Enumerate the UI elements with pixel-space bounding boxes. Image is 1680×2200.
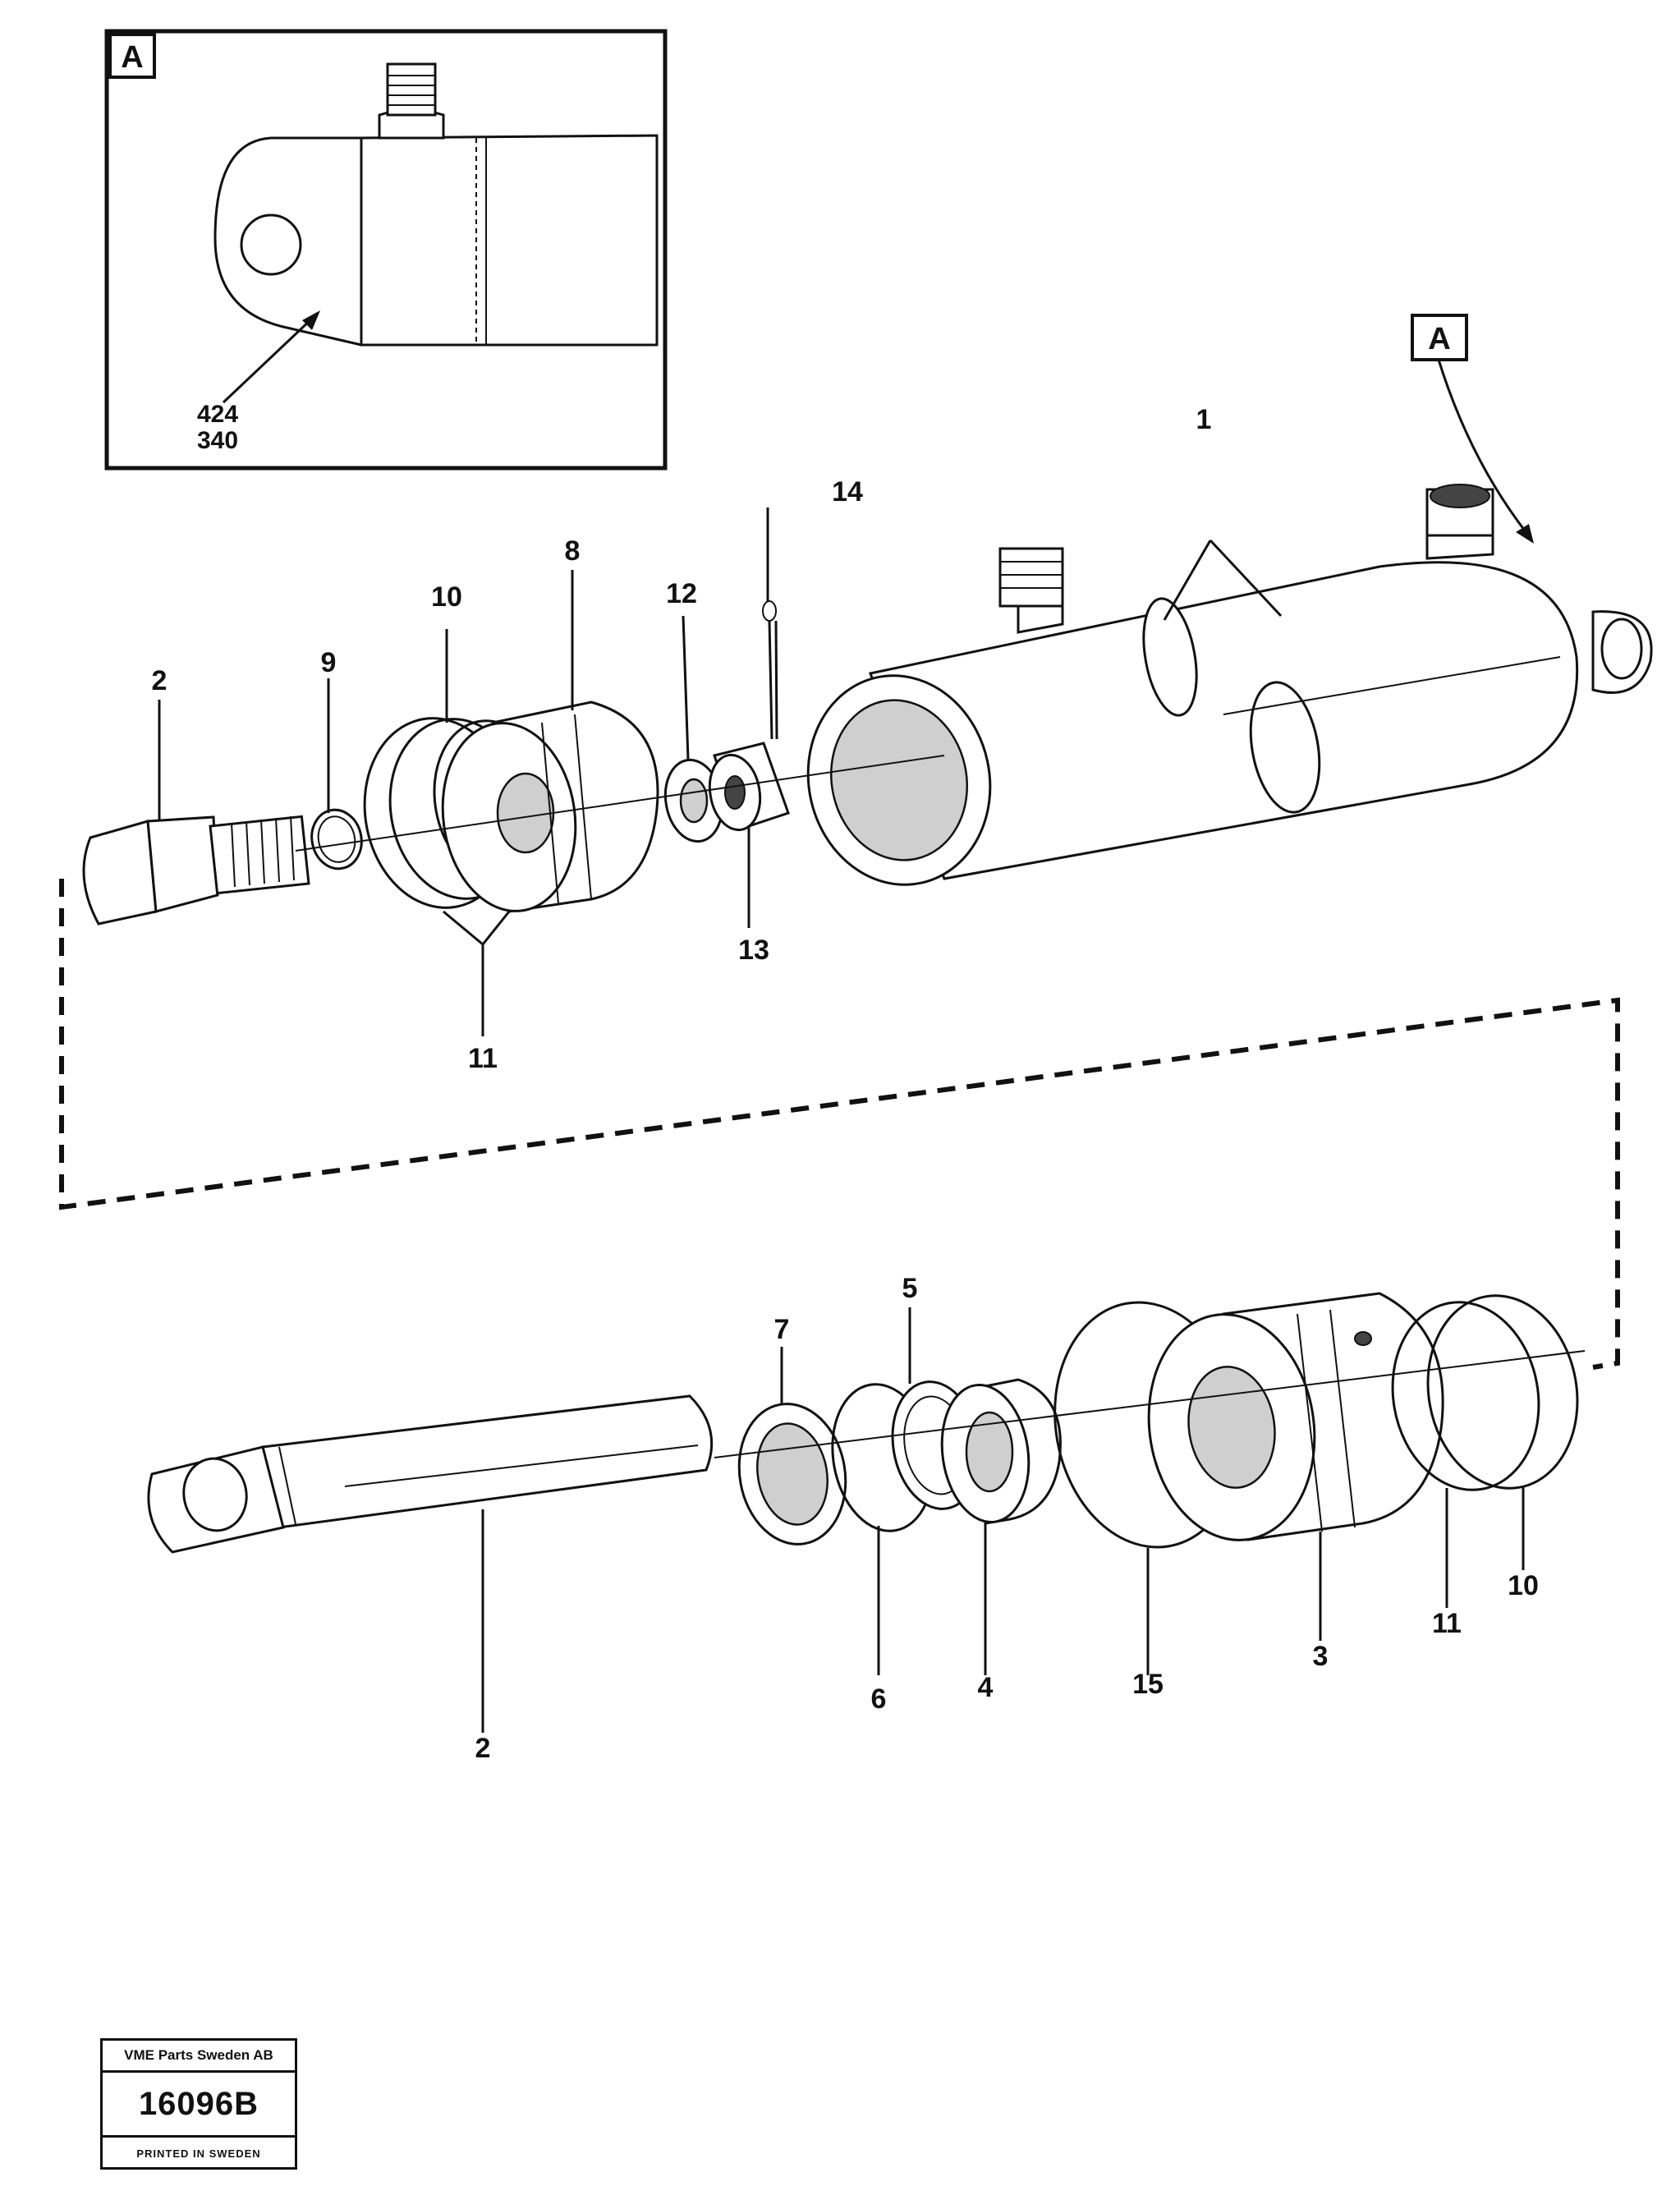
label-part-2-top: 2 bbox=[152, 665, 168, 696]
label-part-11-bottom: 11 bbox=[1432, 1608, 1462, 1639]
label-part-14: 14 bbox=[832, 476, 863, 508]
label-part-5: 5 bbox=[902, 1273, 918, 1304]
piston-8 bbox=[441, 700, 659, 913]
label-part-3: 3 bbox=[1313, 1641, 1329, 1672]
label-part-1: 1 bbox=[1196, 404, 1212, 435]
washer-12 bbox=[663, 758, 724, 843]
detail-ref-424: 424 bbox=[197, 401, 238, 428]
lower-axis-line bbox=[714, 1350, 1586, 1458]
castle-nut-13 bbox=[708, 742, 790, 832]
stamp-printed-in: PRINTED IN SWEDEN bbox=[136, 2147, 261, 2160]
leader-1a bbox=[1163, 540, 1212, 621]
label-part-11-top: 11 bbox=[468, 1043, 498, 1074]
stamp-drawing-number: 16096B bbox=[103, 2073, 295, 2138]
piston-rod-end bbox=[82, 815, 310, 925]
label-part-10-top: 10 bbox=[431, 581, 462, 613]
detail-ref-340: 340 bbox=[197, 427, 238, 454]
label-part-8: 8 bbox=[565, 535, 581, 567]
dashed-assembly-connector bbox=[59, 879, 1620, 1370]
part-labels: 1 2 9 10 8 12 14 13 11 7 5 6 4 15 3 11 1… bbox=[152, 404, 1539, 1764]
split-pin-14 bbox=[762, 600, 778, 740]
detail-cylinder-end bbox=[213, 62, 659, 347]
label-part-2-bottom: 2 bbox=[475, 1733, 491, 1764]
detail-leader bbox=[222, 315, 315, 404]
ring-11-bottom bbox=[1391, 1301, 1540, 1491]
stamp-company: VME Parts Sweden AB bbox=[103, 2041, 295, 2073]
cylinder-head-3 bbox=[1147, 1292, 1444, 1541]
detail-letter: A bbox=[121, 40, 143, 75]
label-part-13: 13 bbox=[738, 935, 769, 966]
label-part-7: 7 bbox=[774, 1314, 790, 1345]
detail-letter-box bbox=[108, 33, 156, 79]
leader-lines bbox=[158, 508, 1525, 1733]
detail-view-a: A 424 340 bbox=[104, 29, 668, 471]
upper-axis-line bbox=[295, 755, 945, 852]
label-part-10-bottom: 10 bbox=[1508, 1570, 1539, 1601]
view-marker-letter: A bbox=[1428, 322, 1450, 356]
wiper-7 bbox=[737, 1403, 847, 1546]
bushing-4 bbox=[940, 1378, 1062, 1525]
ring-10-bottom bbox=[1426, 1294, 1579, 1490]
drawing-stamp: VME Parts Sweden AB 16096B PRINTED IN SW… bbox=[100, 2038, 297, 2170]
label-part-6: 6 bbox=[871, 1683, 887, 1715]
view-marker-a: A bbox=[1411, 314, 1534, 544]
label-part-12: 12 bbox=[666, 578, 697, 609]
piston-rod bbox=[147, 1394, 714, 1554]
label-part-9: 9 bbox=[321, 647, 337, 678]
leader-1b bbox=[1209, 539, 1283, 618]
detail-arrow-head bbox=[302, 310, 320, 330]
label-part-4: 4 bbox=[978, 1672, 994, 1703]
label-part-15: 15 bbox=[1132, 1669, 1164, 1700]
cylinder-barrel bbox=[806, 484, 1653, 886]
o-ring-9 bbox=[310, 808, 363, 870]
